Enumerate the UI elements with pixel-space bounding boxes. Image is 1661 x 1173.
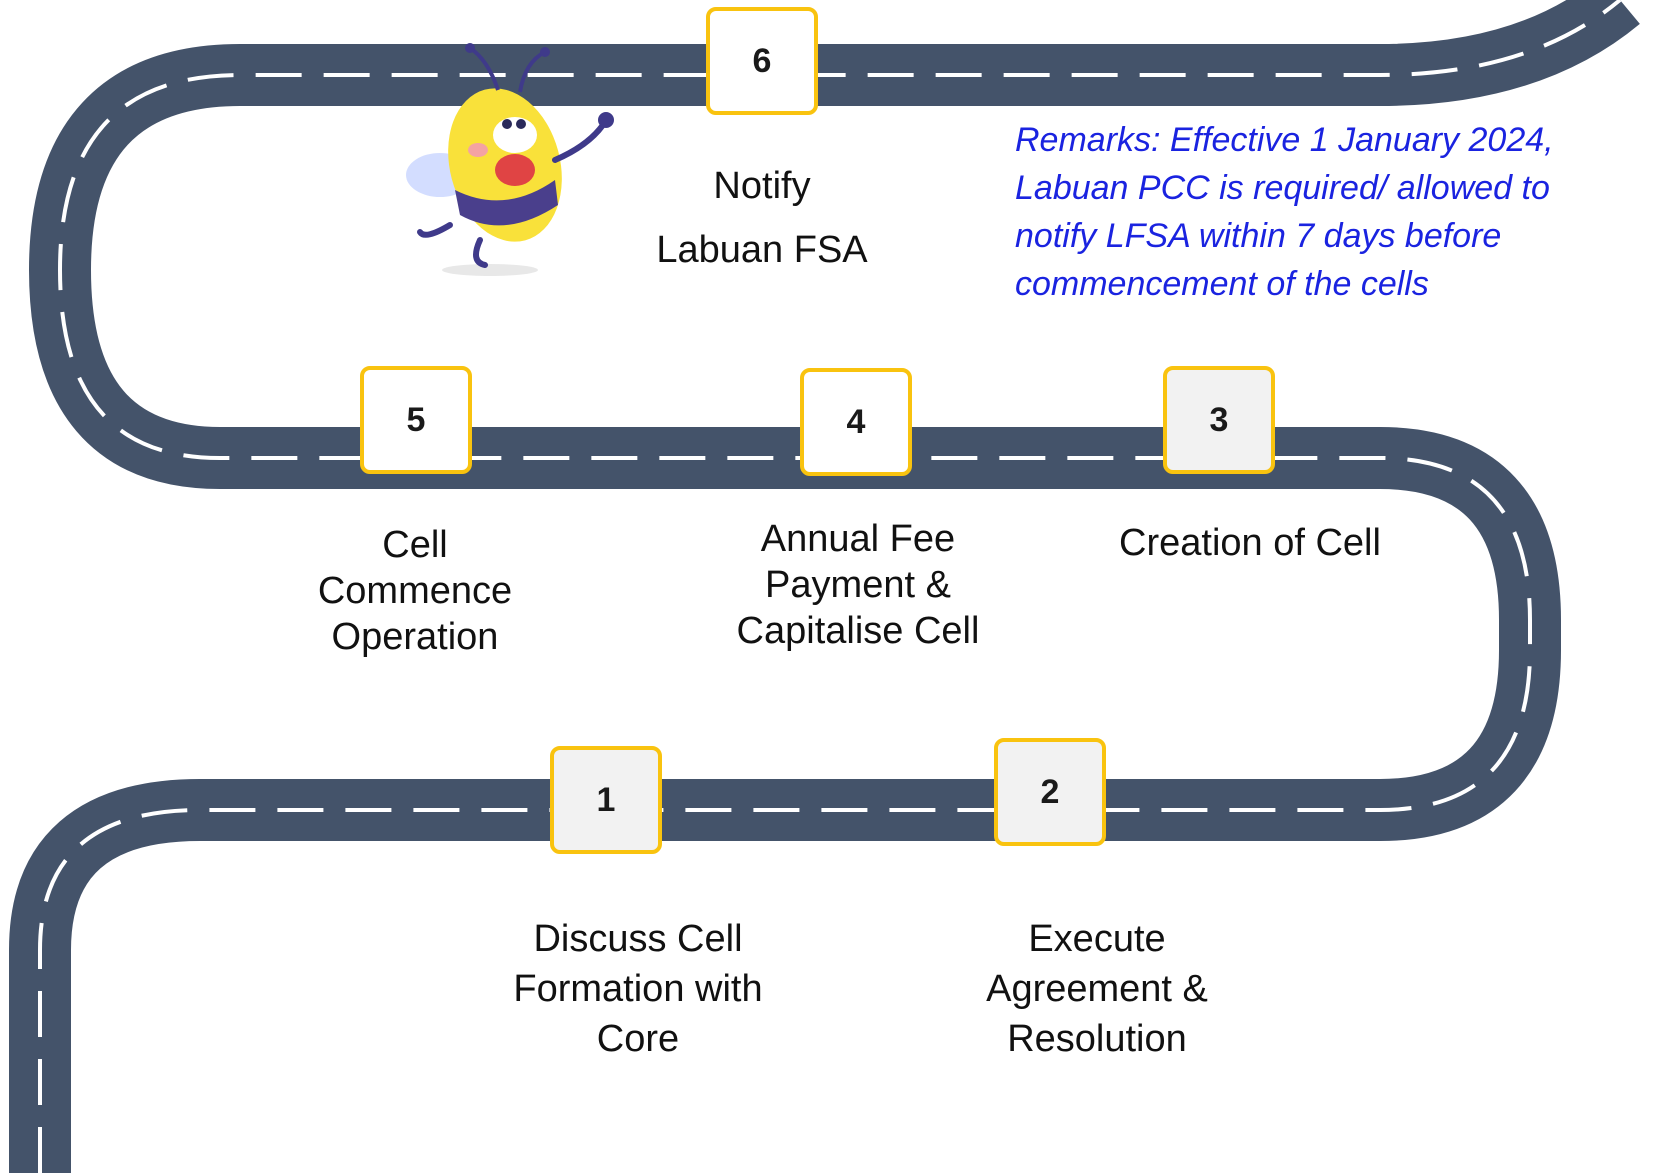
step-1-label-line: Core <box>596 1018 680 1060</box>
step-3-label: Creation of Cell <box>1119 520 1381 566</box>
step-6-label: Notify Labuan FSA <box>656 154 867 282</box>
step-4-label-line: Payment & <box>765 564 951 606</box>
step-5-label-line: Operation <box>331 616 499 658</box>
step-5-number: 5 <box>406 400 426 439</box>
step-2-label-line: Resolution <box>1007 1018 1187 1060</box>
step-5-label-line: Cell <box>382 524 448 566</box>
step-3-number: 3 <box>1209 400 1229 439</box>
step-6-label-line: Labuan FSA <box>656 229 868 271</box>
remarks-line: Labuan PCC is required/ allowed to <box>1015 169 1550 207</box>
step-1-number: 1 <box>596 780 616 819</box>
remarks-line: Remarks: Effective 1 January 2024, <box>1015 121 1554 159</box>
step-3-box: 3 <box>1163 366 1275 474</box>
step-1-box: 1 <box>550 746 662 854</box>
step-6-box: 6 <box>706 7 818 115</box>
step-2-number: 2 <box>1040 772 1060 811</box>
step-2-label: Execute Agreement & Resolution <box>986 914 1208 1064</box>
remarks-note: Remarks: Effective 1 January 2024, Labua… <box>1015 116 1655 308</box>
step-2-label-line: Execute <box>1028 918 1166 960</box>
step-4-box: 4 <box>800 368 912 476</box>
step-1-label-line: Discuss Cell <box>533 918 743 960</box>
step-2-label-line: Agreement & <box>986 968 1208 1010</box>
step-5-box: 5 <box>360 366 472 474</box>
step-2-box: 2 <box>994 738 1106 846</box>
step-1-label-line: Formation with <box>513 968 763 1010</box>
step-1-label: Discuss Cell Formation with Core <box>513 914 762 1064</box>
remarks-line: notify LFSA within 7 days before <box>1015 217 1502 255</box>
step-5-label: Cell Commence Operation <box>318 522 512 660</box>
bee-mascot-icon <box>406 43 614 276</box>
step-4-number: 4 <box>846 402 866 441</box>
step-6-label-line: Notify <box>713 165 811 207</box>
step-4-label: Annual Fee Payment & Capitalise Cell <box>737 516 980 654</box>
step-6-number: 6 <box>752 41 772 80</box>
step-5-label-line: Commence <box>317 570 513 612</box>
step-4-label-line: Capitalise Cell <box>736 610 980 652</box>
step-4-label-line: Annual Fee <box>760 518 956 560</box>
remarks-line: commencement of the cells <box>1015 265 1429 303</box>
step-3-label-line: Creation of Cell <box>1119 522 1381 564</box>
